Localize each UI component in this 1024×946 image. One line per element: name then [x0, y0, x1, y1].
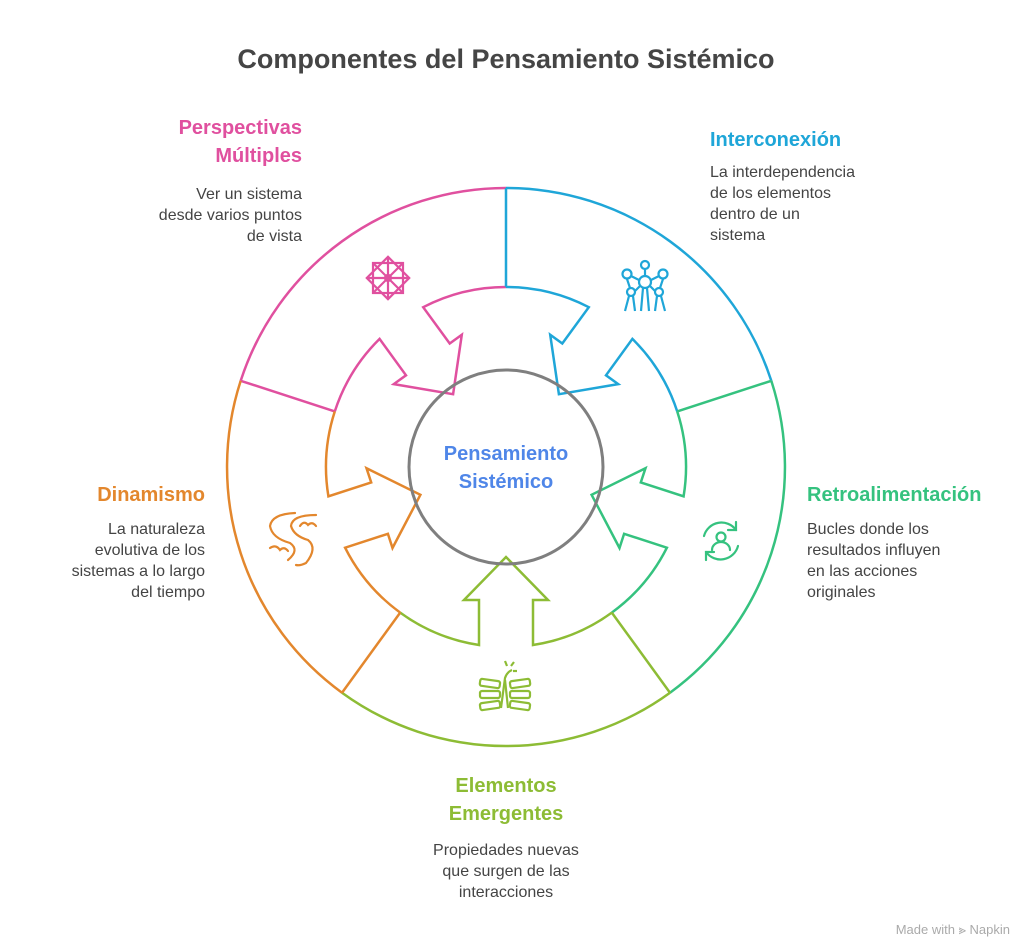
footer-text: Made with: [895, 922, 955, 937]
made-with-napkin-credit: Made with ⪢ Napkin: [896, 922, 1010, 938]
segment-title: Retroalimentación: [807, 484, 982, 506]
network-icon: [621, 259, 669, 312]
feedback-loop-icon: [702, 520, 740, 562]
arrow-emergentes: [399, 555, 613, 647]
divider-line: [610, 611, 672, 694]
outer-arc-retroalimentacion: [669, 380, 787, 694]
segment-title: Interconexión: [710, 129, 842, 151]
divider-line: [240, 379, 336, 413]
divider-line: [340, 611, 402, 694]
center-label-line1: Pensamiento: [443, 443, 569, 465]
outer-arc-dinamismo: [225, 380, 343, 694]
segment-title: Dinamismo: [97, 484, 205, 506]
emergence-blocks-icon: [478, 660, 532, 712]
center-label-line2: Sistémico: [458, 471, 554, 493]
arrow-interconexion: [505, 285, 679, 412]
river-icon: [268, 511, 318, 567]
diagram-title: Componentes del Pensamiento Sistémico: [237, 44, 775, 74]
divider-line: [676, 379, 772, 413]
center-circle: [407, 368, 605, 566]
napkin-logo-icon: ⪢: [958, 922, 966, 937]
outer-arc-perspectivas: [239, 186, 507, 382]
footer-brand: Napkin: [969, 922, 1010, 937]
outer-arc-emergentes: [341, 691, 671, 748]
center-label: Pensamiento Sistémico: [406, 440, 606, 496]
arrow-retroalimentacion: [589, 411, 688, 614]
outer-arc-interconexion: [505, 186, 773, 382]
arrow-perspectivas: [333, 285, 507, 412]
arrow-dinamismo: [324, 411, 423, 614]
mandala-icon: [365, 255, 411, 301]
